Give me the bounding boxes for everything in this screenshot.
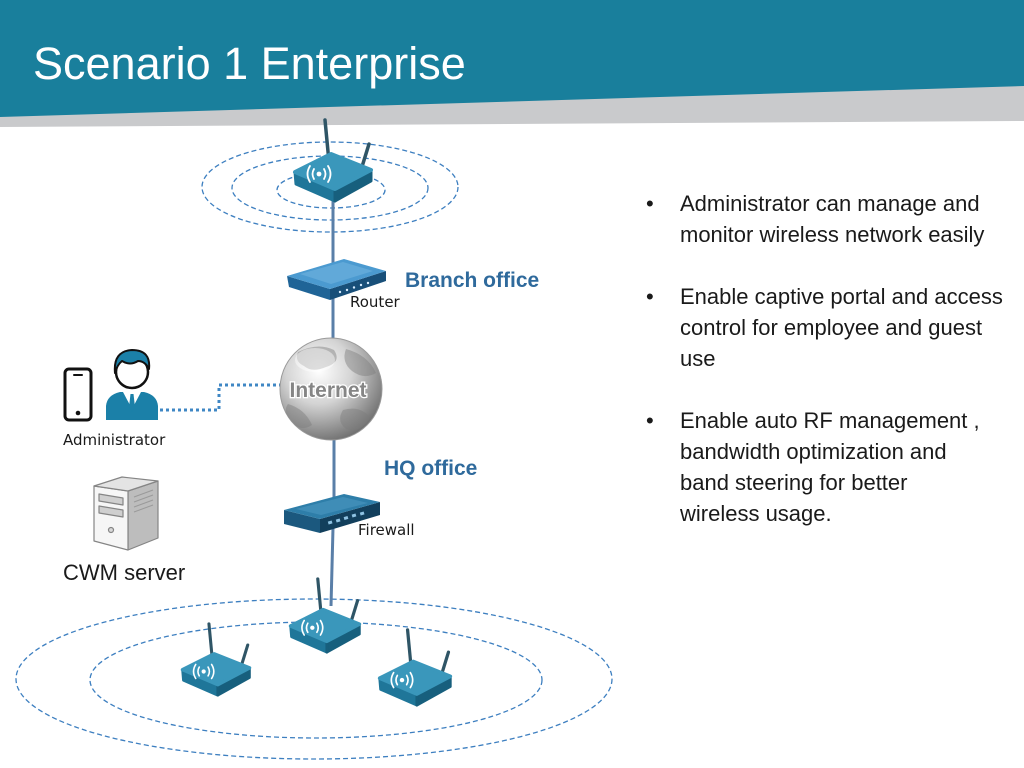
server-side-face: [127, 480, 159, 551]
hq-office-label: HQ office: [384, 457, 478, 480]
globe-continents: [285, 346, 376, 431]
firewall-front-face: [284, 510, 320, 533]
firewall-port: [335, 518, 341, 523]
server-drive-bay: [98, 493, 124, 506]
server-vent: [133, 489, 154, 498]
user-hair: [113, 349, 151, 374]
router-icon: [287, 259, 386, 300]
internet-globe-icon: Internet: [279, 337, 383, 441]
bullet-line: control for employee and guest: [680, 315, 983, 340]
firewall-port: [327, 520, 333, 525]
server-icon: [93, 476, 159, 551]
bullet-line: Enable auto RF management ,: [680, 408, 980, 433]
access-point-icon: [288, 577, 362, 655]
connection-lines: [329, 198, 336, 607]
bullet-list: Administrator can manage and monitor wir…: [645, 188, 1017, 560]
router-front-face: [287, 276, 330, 300]
router-light: [338, 290, 342, 294]
access-point-icon: [293, 118, 373, 203]
firewall-port: [343, 516, 349, 520]
cwm-server-label: CWM server: [63, 560, 186, 585]
bullet-item: Administrator can manage and monitor wir…: [645, 188, 1017, 250]
phone-body: [63, 367, 93, 422]
bullet-line: Enable captive portal and access: [680, 284, 1003, 309]
server-vent: [133, 499, 154, 508]
firewall-icon: [284, 494, 380, 533]
admin-remote-link: [160, 383, 282, 412]
phone-home-button: [75, 410, 81, 416]
server-vents: [133, 489, 154, 513]
bullet-line: wireless usage.: [680, 501, 832, 526]
router-side-face: [330, 271, 386, 300]
server-top-face: [93, 476, 159, 492]
branch-office-label: Branch office: [405, 269, 540, 292]
bullet-item: Enable captive portal and access control…: [645, 281, 1017, 374]
firewall-port: [359, 511, 365, 516]
router-top-highlight: [300, 262, 373, 284]
router-light: [345, 288, 349, 292]
wireless-coverage-ring: [201, 141, 459, 233]
server-vent: [133, 504, 154, 513]
slide-title: Scenario 1 Enterprise: [33, 38, 466, 89]
bullet-line: monitor wireless network easily: [680, 222, 985, 247]
firewall-top-highlight: [296, 497, 368, 515]
continent: [344, 349, 376, 377]
bullet-line: use: [680, 346, 716, 371]
server-vent: [133, 494, 154, 503]
firewall-ports: [327, 511, 365, 525]
bullet-item: Enable auto RF management , bandwidth op…: [645, 405, 1017, 529]
router-lights: [338, 281, 370, 294]
user-tie: [129, 394, 135, 412]
bullet-line: bandwidth optimization and: [680, 439, 947, 464]
continent: [340, 408, 370, 431]
access-point-icon: [180, 622, 252, 698]
access-point-icon: [377, 628, 453, 708]
smartphone-icon: [63, 367, 93, 422]
header-band: [0, 0, 1024, 127]
server-drive-bay: [98, 505, 124, 518]
firewall-port: [351, 513, 357, 518]
server-power-button: [107, 526, 115, 534]
header-teal-band: [0, 0, 1024, 117]
administrator-user-icon: [106, 349, 158, 420]
router-light: [366, 281, 370, 285]
administrator-label: Administrator: [63, 431, 166, 449]
firewall-label: Firewall: [358, 521, 415, 539]
router-light: [359, 283, 363, 287]
connection-line: [329, 527, 335, 607]
wireless-coverage-ring: [231, 155, 429, 221]
bullet-line: band steering for better: [680, 470, 908, 495]
globe-highlight: [295, 348, 335, 372]
continent: [285, 404, 312, 429]
continent: [296, 346, 337, 370]
router-label: Router: [350, 293, 400, 311]
globe-body: [279, 337, 383, 441]
wireless-coverage-ring: [15, 598, 613, 760]
firewall-side-face: [320, 502, 380, 533]
bullet-line: Administrator can manage and: [680, 191, 980, 216]
internet-label: Internet: [289, 379, 366, 402]
router-light: [352, 286, 356, 289]
